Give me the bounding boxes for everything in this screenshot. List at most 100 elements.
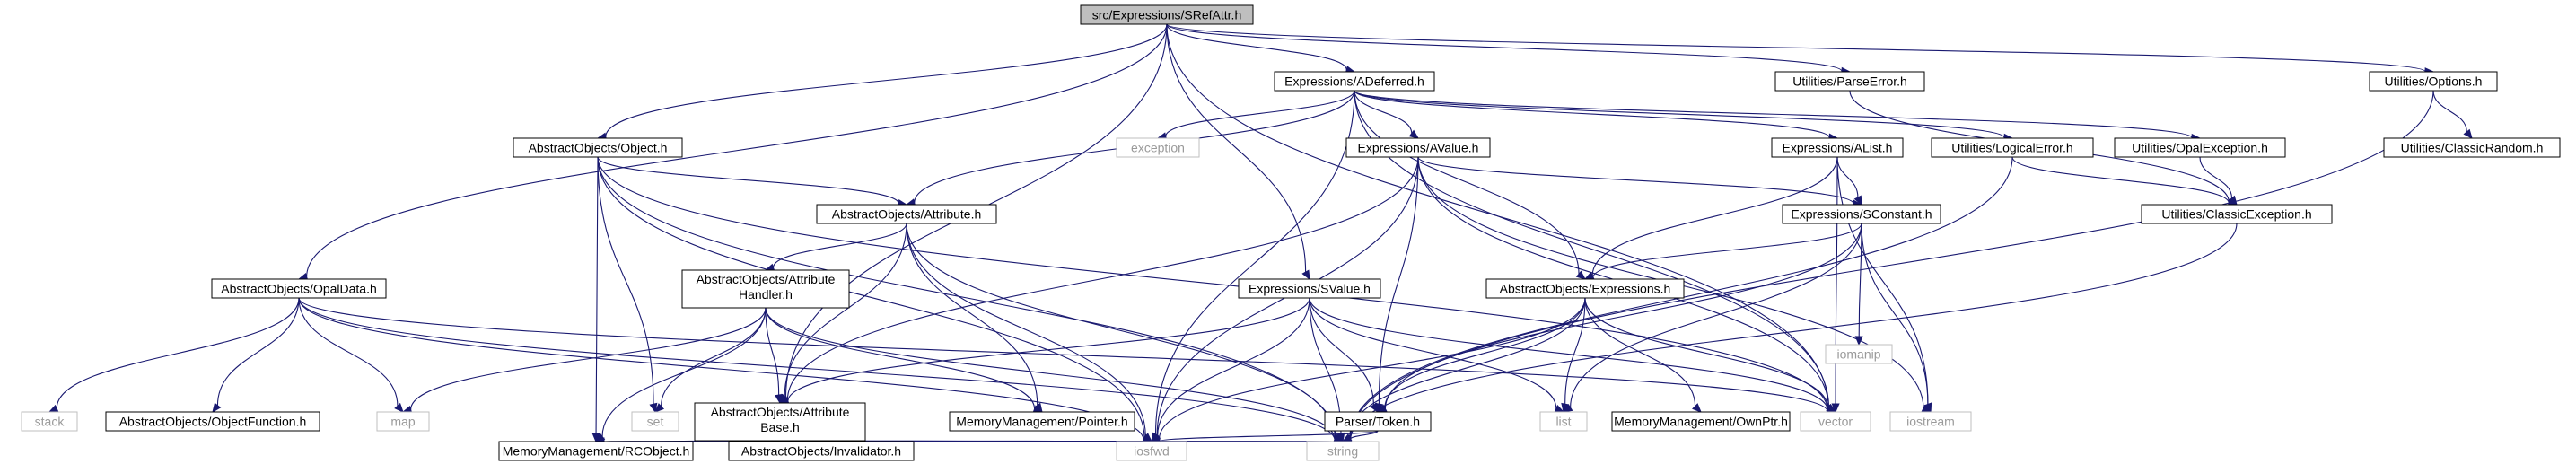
edge-attrhandler-to-set: [654, 307, 767, 413]
edge-root-to-vector: [1166, 23, 1837, 413]
node-rcobject[interactable]: MemoryManagement/RCObject.h: [498, 441, 694, 461]
node-box: [2383, 137, 2561, 158]
node-classicrandom[interactable]: Utilities/ClassicRandom.h: [2383, 137, 2561, 158]
node-label: iomanip: [1836, 347, 1880, 362]
node-iomanip: iomanip: [1825, 344, 1893, 364]
node-label: MemoryManagement/Pointer.h: [956, 415, 1127, 429]
edge-svalue-to-list: [1309, 297, 1565, 413]
node-label: Expressions/SConstant.h: [1791, 207, 1932, 222]
node-label: stack: [35, 415, 66, 429]
edge-object-to-iosfwd: [597, 156, 1153, 442]
edge-expressions-to-ownptr: [1584, 297, 1702, 413]
node-label: Expressions/ADeferred.h: [1284, 74, 1424, 89]
node-opaldata[interactable]: AbstractObjects/OpalData.h: [211, 278, 387, 299]
node-avalue[interactable]: Expressions/AValue.h: [1345, 137, 1491, 158]
node-label: list: [1555, 415, 1571, 429]
node-box: [631, 411, 679, 432]
node-opalexception[interactable]: Utilities/OpalException.h: [2114, 137, 2286, 158]
edge-opalexception-to-classicexception: [2199, 156, 2238, 206]
edge-object-to-rcobject: [591, 156, 600, 443]
node-box: [2369, 71, 2498, 92]
node-label: map: [390, 415, 415, 429]
node-logicalerror[interactable]: Utilities/LogicalError.h: [1931, 137, 2094, 158]
edge-options-to-classicrandom: [2432, 90, 2473, 139]
node-box: [1825, 344, 1893, 364]
file-nodes: src/Expressions/SRefAttr.hExpressions/AD…: [21, 4, 2561, 461]
node-label: Utilities/ClassicException.h: [2161, 207, 2311, 222]
node-list: list: [1539, 411, 1588, 432]
node-classicexception[interactable]: Utilities/ClassicException.h: [2141, 204, 2333, 224]
node-options[interactable]: Utilities/Options.h: [2369, 71, 2498, 92]
edge-object-to-set: [597, 156, 658, 414]
edge-opaldata-to-stack: [48, 297, 300, 413]
node-label: MemoryManagement/OwnPtr.h: [1614, 415, 1788, 429]
edge-opaldata-to-objectfunction: [212, 297, 300, 414]
node-token[interactable]: Parser/Token.h: [1324, 411, 1432, 432]
node-box: [1080, 4, 1254, 25]
node-label: Utilities/ParseError.h: [1792, 74, 1907, 89]
node-label: AbstractObjects/Attribute: [697, 272, 836, 286]
node-box: [1931, 137, 2094, 158]
node-label: AbstractObjects/Attribute.h: [832, 207, 982, 222]
node-object[interactable]: AbstractObjects/Object.h: [513, 137, 683, 158]
node-ownptr[interactable]: MemoryManagement/OwnPtr.h: [1611, 411, 1791, 432]
node-box: [1800, 411, 1871, 432]
node-pointer[interactable]: MemoryManagement/Pointer.h: [949, 411, 1135, 432]
node-box: [1539, 411, 1588, 432]
edge-svalue-to-token: [1309, 297, 1379, 414]
node-alist[interactable]: Expressions/AList.h: [1771, 137, 1904, 158]
node-expressions[interactable]: AbstractObjects/Expressions.h: [1485, 278, 1685, 299]
node-label: iosfwd: [1134, 444, 1170, 459]
edge-attribute-to-string: [906, 223, 1345, 442]
node-box: [2141, 204, 2333, 224]
node-label: string: [1327, 444, 1358, 459]
node-adeferred[interactable]: Expressions/ADeferred.h: [1274, 71, 1435, 92]
edge-logicalerror-to-classicexception: [2011, 156, 2239, 207]
node-box: [1274, 71, 1435, 92]
node-box: [1116, 441, 1187, 461]
node-sconstant[interactable]: Expressions/SConstant.h: [1782, 204, 1941, 224]
edge-root-to-options: [1166, 23, 2435, 76]
edge-root-to-svalue: [1166, 23, 1310, 281]
node-box: [211, 278, 387, 299]
node-box: [1306, 441, 1380, 461]
node-stack: stack: [21, 411, 78, 432]
node-box: [728, 441, 915, 461]
node-label: Base.h: [760, 420, 800, 434]
node-label: Parser/Token.h: [1336, 415, 1420, 429]
node-objectfunction[interactable]: AbstractObjects/ObjectFunction.h: [105, 411, 320, 432]
node-exception: exception: [1116, 137, 1200, 158]
edge-alist-to-sconstant: [1836, 156, 1862, 206]
edge-expressions-to-token: [1376, 297, 1586, 413]
edge-svalue-to-attrbase: [778, 297, 1310, 406]
node-box: [2114, 137, 2286, 158]
node-label: AbstractObjects/Attribute: [711, 405, 850, 419]
node-label: AbstractObjects/OpalData.h: [221, 282, 377, 296]
node-box: [1611, 411, 1791, 432]
node-string: string: [1306, 441, 1380, 461]
node-vector: vector: [1800, 411, 1871, 432]
node-label: AbstractObjects/ObjectFunction.h: [119, 415, 307, 429]
node-label: vector: [1818, 415, 1853, 429]
node-iosfwd: iosfwd: [1116, 441, 1187, 461]
node-parseerror[interactable]: Utilities/ParseError.h: [1774, 71, 1925, 92]
node-box: [949, 411, 1135, 432]
edge-root-to-opaldata: [297, 23, 1168, 281]
node-invalidator[interactable]: AbstractObjects/Invalidator.h: [728, 441, 915, 461]
edge-sconstant-to-iostream: [1861, 223, 1932, 414]
node-attribute[interactable]: AbstractObjects/Attribute.h: [816, 204, 997, 224]
edge-avalue-to-sconstant: [1417, 156, 1863, 208]
edge-alist-to-iostream: [1836, 156, 1932, 414]
node-box: [1238, 278, 1381, 299]
edge-sconstant-to-expressions: [1583, 223, 1862, 282]
node-label: set: [647, 415, 664, 429]
node-box: [105, 411, 320, 432]
edge-classicexception-to-string: [1341, 223, 2238, 444]
edge-root-to-object: [596, 23, 1168, 141]
node-svalue[interactable]: Expressions/SValue.h: [1238, 278, 1381, 299]
node-box: [21, 411, 78, 432]
node-label: AbstractObjects/Object.h: [529, 141, 668, 155]
node-root[interactable]: src/Expressions/SRefAttr.h: [1080, 4, 1254, 25]
